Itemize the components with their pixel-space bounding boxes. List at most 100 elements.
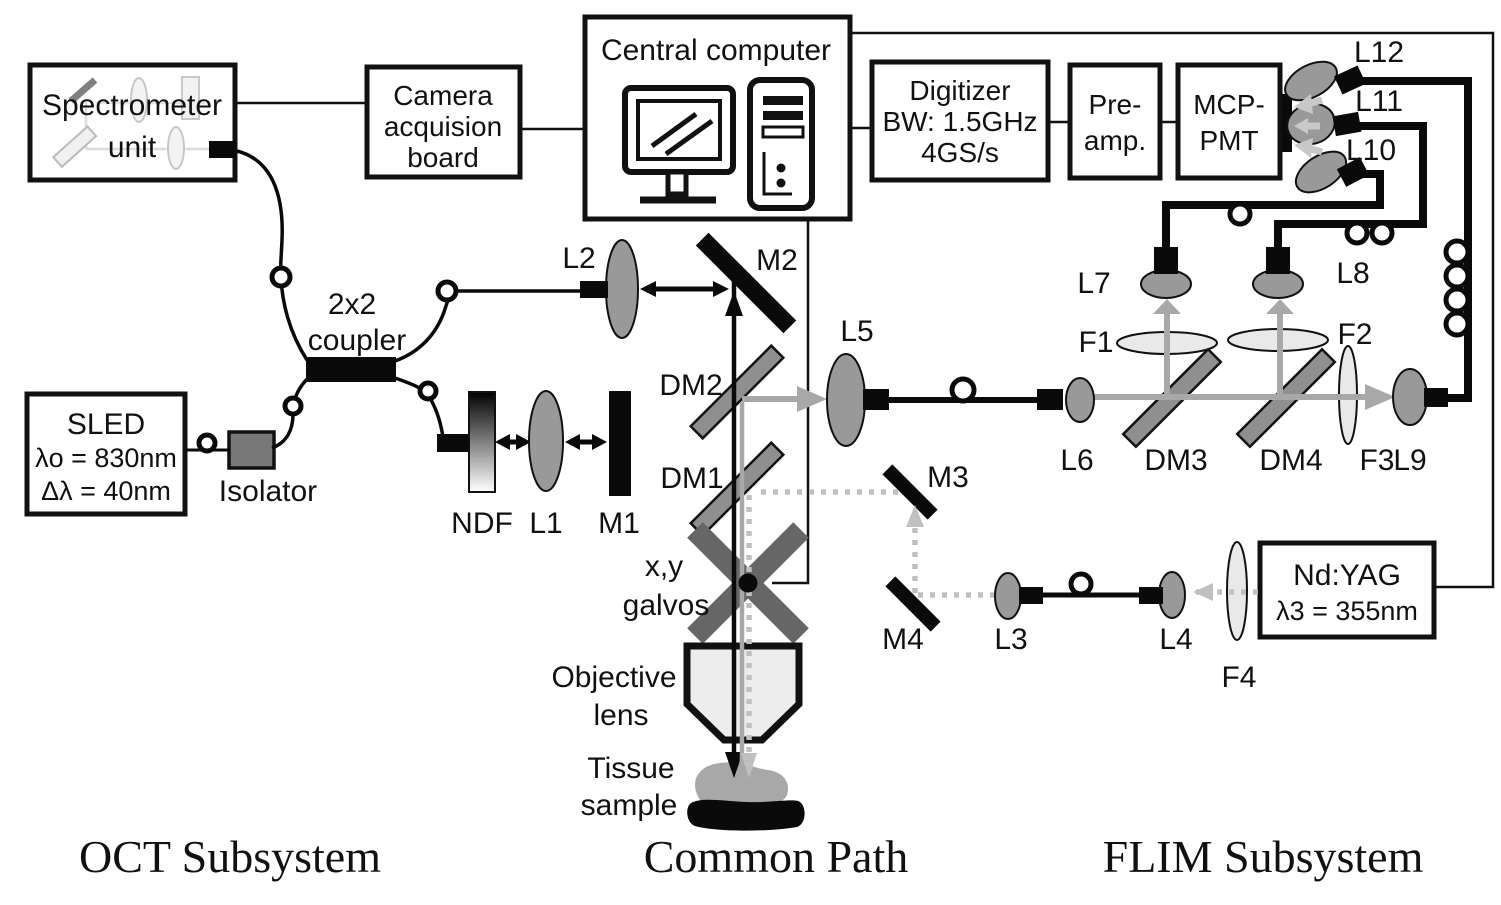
mcp-pmt-label-2: PMT xyxy=(1199,125,1258,156)
coupler-label-2: coupler xyxy=(308,324,406,357)
fiber-connector xyxy=(1266,247,1290,274)
lens-l8-icon xyxy=(1252,269,1304,299)
l9-label: L9 xyxy=(1393,444,1426,477)
fiber-connector xyxy=(1333,65,1367,95)
m1-label: M1 xyxy=(598,507,640,540)
fiber-loop-icon xyxy=(1443,262,1471,290)
fiber-loop-icon xyxy=(1369,220,1395,246)
fiber-loop-icon xyxy=(1443,310,1471,338)
galvo-pivot-dot xyxy=(738,573,758,593)
left-arrowhead-dotted xyxy=(1193,583,1213,601)
l11-label: L11 xyxy=(1355,85,1403,118)
dm3-label: DM3 xyxy=(1144,444,1207,477)
dm2-label: DM2 xyxy=(659,369,722,402)
left-arrowhead-gray xyxy=(1294,138,1313,158)
section-flim: FLIM Subsystem xyxy=(1103,831,1424,882)
preamp-label-1: Pre- xyxy=(1089,89,1142,120)
mcp-pmt-label-1: MCP- xyxy=(1193,89,1265,120)
spectrometer-internal-optics xyxy=(51,76,212,170)
l3-label: L3 xyxy=(994,623,1027,656)
mirror-m2 xyxy=(695,232,797,334)
dm1-label: DM1 xyxy=(660,462,723,495)
fibers xyxy=(185,65,1472,604)
lens-l12-icon xyxy=(1284,60,1338,102)
m3-label: M3 xyxy=(927,461,969,494)
lens-l9-icon xyxy=(1392,368,1428,426)
isolator-label: Isolator xyxy=(219,475,317,508)
filter-f4-icon xyxy=(1226,541,1248,641)
fiber-loop-icon xyxy=(1443,238,1471,266)
fiber-l8-l11 xyxy=(1274,122,1427,252)
wire-computer-galvos xyxy=(772,219,810,585)
fiber-loop-icon xyxy=(417,380,439,402)
m2-label: M2 xyxy=(756,244,798,277)
fiber-loop-icon xyxy=(269,265,293,289)
tissue-label-2: sample xyxy=(581,789,678,822)
f4-label: F4 xyxy=(1221,661,1256,694)
fiber-loop-icon xyxy=(949,376,977,404)
mcp-pmt-box: MCP- PMT xyxy=(1175,62,1292,181)
fiber-loop-icon xyxy=(435,279,459,303)
screen-glare xyxy=(664,118,714,157)
fiber-connector xyxy=(1424,388,1448,407)
l12-label: L12 xyxy=(1354,36,1404,69)
isolator-component xyxy=(227,430,276,470)
internal-mirror-icon xyxy=(51,124,98,169)
f1-label: F1 xyxy=(1078,326,1113,359)
right-arrowhead xyxy=(713,281,729,297)
ndf-label: NDF xyxy=(451,507,513,540)
right-arrowhead-gray xyxy=(797,386,827,412)
left-arrowhead xyxy=(640,281,656,297)
tower-led xyxy=(776,163,786,173)
dm4-label: DM4 xyxy=(1259,444,1322,477)
spectrometer-unit-box: Spectrometer unit xyxy=(27,62,238,183)
spectrometer-label-2: unit xyxy=(108,131,157,164)
fiber-loop-icon xyxy=(1227,201,1253,227)
fiber-l7-l10 xyxy=(1162,170,1384,252)
fiber-loop-icon xyxy=(1068,571,1094,597)
l1-label: L1 xyxy=(529,507,562,540)
section-titles: OCT Subsystem Common Path FLIM Subsystem xyxy=(79,831,1424,882)
l5-label: L5 xyxy=(840,315,873,348)
sled-label-1: SLED xyxy=(67,408,145,441)
central-computer-title: Central computer xyxy=(601,34,831,67)
tower-panel-line xyxy=(762,152,792,196)
lens-l1-icon xyxy=(528,390,564,492)
l2-label: L2 xyxy=(562,242,595,275)
mcp-pmt-outline xyxy=(1175,62,1283,181)
up-arrowhead-gray xyxy=(1266,299,1294,314)
digitizer-label-3: 4GS/s xyxy=(921,137,999,168)
lens-l2-icon xyxy=(605,239,639,339)
desktop-computer-icon xyxy=(622,77,815,211)
lens-l10-icon xyxy=(1294,150,1348,194)
camera-board-label-2: acquision xyxy=(384,111,502,142)
up-arrowhead xyxy=(725,291,743,316)
preamp-label-2: amp. xyxy=(1084,125,1146,156)
tissue-label-1: Tissue xyxy=(587,752,674,785)
galvos-label-1: x,y xyxy=(645,550,683,583)
digitizer-outline xyxy=(869,59,1051,183)
section-oct: OCT Subsystem xyxy=(79,831,381,882)
wire-computer-ndyag xyxy=(852,31,1495,589)
m4-label: M4 xyxy=(882,623,924,656)
mirror-m1 xyxy=(609,391,631,496)
nd-yag-label-1: Nd:YAG xyxy=(1293,559,1401,592)
beam-paths xyxy=(495,262,1395,778)
mirror-m4 xyxy=(885,576,941,632)
sled-label-2: λo = 830nm xyxy=(35,443,177,473)
section-common-path: Common Path xyxy=(644,831,909,882)
fiber-loop-icon xyxy=(196,432,218,454)
galvos-label-2: galvos xyxy=(623,589,710,622)
screen-glare xyxy=(650,111,698,149)
l4-label: L4 xyxy=(1159,623,1192,656)
mirror-m3 xyxy=(882,464,938,520)
right-arrowhead-gray xyxy=(1365,384,1395,410)
fiber-connector xyxy=(437,434,469,452)
fiber-connector xyxy=(1332,111,1362,137)
tissue-sample-icon xyxy=(695,762,789,808)
sled-outline xyxy=(24,391,188,517)
preamp-outline xyxy=(1067,62,1163,181)
fiber-connector xyxy=(863,389,889,410)
lens-l3-icon xyxy=(994,572,1022,620)
